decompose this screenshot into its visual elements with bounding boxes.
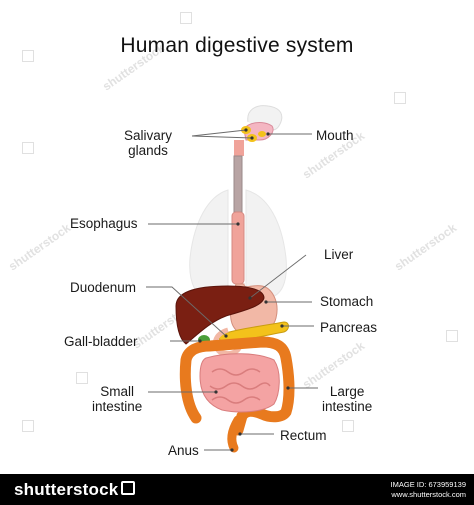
leader-dot xyxy=(214,390,218,394)
watermark-mark xyxy=(22,50,34,62)
leader-dot xyxy=(266,132,270,136)
label-liver: Liver xyxy=(324,247,354,262)
label-large-intestine: Large intestine xyxy=(322,384,373,414)
leader-duodenum xyxy=(146,286,227,337)
label-mouth: Mouth xyxy=(316,128,354,143)
label-small-intestine: Small intestine xyxy=(92,384,143,414)
leader-dot xyxy=(198,339,202,343)
watermark-mark xyxy=(76,372,88,384)
leader-dot xyxy=(250,136,254,140)
footer-brand: shutterstock xyxy=(14,480,136,500)
diagram-canvas: shutterstock shutterstock shutterstock s… xyxy=(6,12,460,458)
leader-dot xyxy=(224,334,228,338)
leader-dot xyxy=(236,222,240,226)
brand-text: shutterstock xyxy=(14,480,119,499)
duodenum-shape xyxy=(212,327,243,357)
brand-logo-icon xyxy=(121,481,136,495)
right-lung xyxy=(245,189,287,299)
label-stomach: Stomach xyxy=(320,294,374,309)
leader-dot xyxy=(286,386,290,390)
large-intestine-shape xyxy=(179,336,295,436)
leader-dot xyxy=(280,324,284,328)
watermark-mark xyxy=(180,12,192,24)
footer-bar: shutterstock IMAGE ID: 673959139 www.shu… xyxy=(0,474,474,505)
footer-image-info: IMAGE ID: 673959139 www.shutterstock.com xyxy=(391,480,466,500)
label-pancreas: Pancreas xyxy=(320,320,378,335)
esophagus-tube xyxy=(233,155,243,213)
leader-liver xyxy=(249,254,307,299)
small-intestine-coils xyxy=(209,368,271,404)
rectum-shape xyxy=(227,415,243,453)
watermark-mark xyxy=(394,92,406,104)
image-id: IMAGE ID: 673959139 xyxy=(390,480,466,489)
label-anus: Anus xyxy=(168,443,199,458)
pharynx xyxy=(234,140,244,156)
diagram-title: Human digestive system xyxy=(120,34,354,57)
watermark-mark xyxy=(22,420,34,432)
leader-dot xyxy=(264,300,268,304)
salivary-gland xyxy=(258,131,266,137)
leader-dot xyxy=(248,296,252,300)
label-rectum: Rectum xyxy=(280,428,327,443)
leader-salivary-2 xyxy=(191,135,253,139)
watermark-mark xyxy=(22,142,34,154)
label-salivary-glands: Salivary glands xyxy=(124,128,173,158)
leader-salivary-1 xyxy=(191,129,247,137)
watermark-mark xyxy=(342,420,354,432)
leader-dot xyxy=(244,128,248,132)
label-esophagus: Esophagus xyxy=(70,216,138,231)
leader-dot xyxy=(238,432,242,436)
watermark-mark xyxy=(446,330,458,342)
liver-shape xyxy=(175,285,265,345)
site-url: www.shutterstock.com xyxy=(391,490,466,499)
label-duodenum: Duodenum xyxy=(70,280,137,295)
leader-dot xyxy=(230,448,234,452)
label-gall-bladder: Gall-bladder xyxy=(64,334,138,349)
digestive-system-illustration xyxy=(146,105,318,453)
